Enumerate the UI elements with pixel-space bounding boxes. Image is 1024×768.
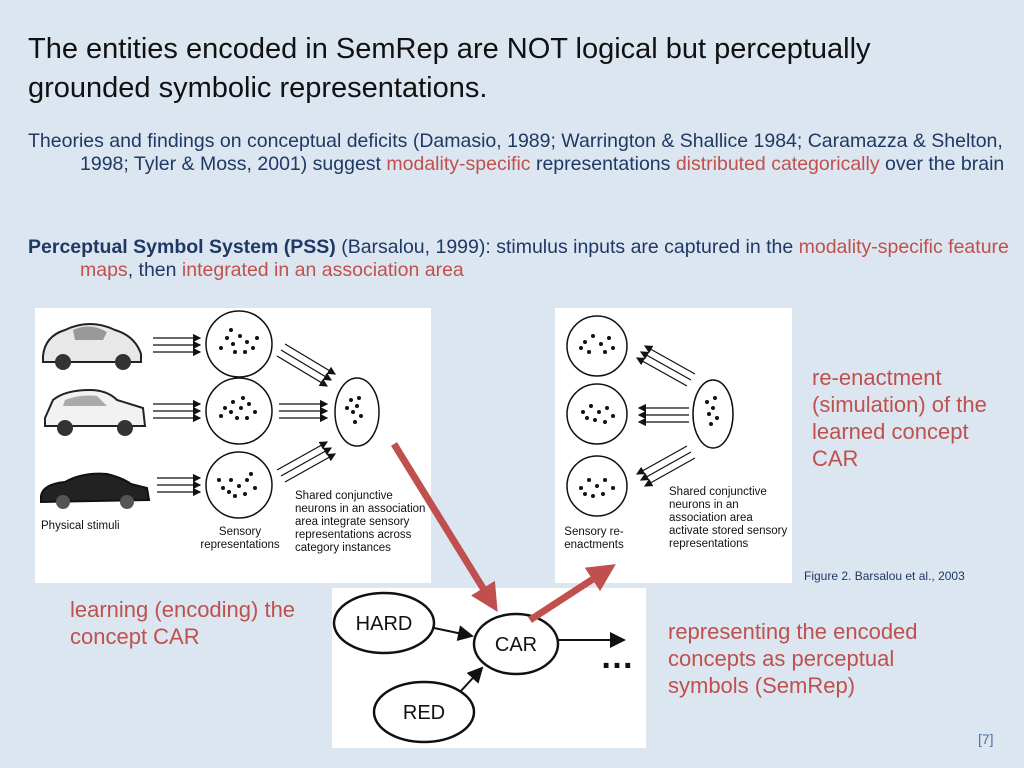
reenactment-dots <box>579 334 615 498</box>
para1-text-b: representations <box>530 153 676 175</box>
para2-red-b: integrated in an association area <box>181 259 464 281</box>
concept-graph-art: HARD CAR RED … <box>332 591 634 744</box>
para2-text-b: , then <box>127 259 182 281</box>
slide-reference[interactable]: [7] <box>978 731 994 747</box>
car-beetle-icon <box>42 323 142 370</box>
association-area <box>334 377 380 447</box>
para2-text-a: (Barsalou, 1999): stimulus inputs are ca… <box>335 236 799 258</box>
shared-neurons-label: Shared conjunctive neurons in an associa… <box>295 490 426 554</box>
reenactment-label: re-enactment (simulation) of the learned… <box>812 365 987 471</box>
para1-text-a: Theories and findings on conceptual defi… <box>28 130 1003 175</box>
sensory-dots <box>217 328 259 498</box>
sensory-reenactments-label: Sensory re-enactments <box>564 526 624 551</box>
association-dots-recall <box>705 396 719 426</box>
reenactment-circles <box>566 315 628 517</box>
reenactment-arrow <box>528 564 616 623</box>
node-car <box>472 612 560 676</box>
paragraph-deficits: Theories and findings on conceptual defi… <box>28 130 1024 176</box>
encoding-figure: Physical stimuli Sensory representations… <box>35 308 431 583</box>
para2-red-a: modality-specific feature maps <box>80 236 1009 281</box>
car-sedan-icon <box>44 388 147 436</box>
node-hard <box>332 591 436 655</box>
association-area-recall <box>692 379 734 449</box>
node-hard-label: HARD <box>356 613 413 635</box>
association-dots <box>345 396 363 424</box>
figure-caption: Figure 2. Barsalou et al., 2003 <box>804 569 965 583</box>
reenactment-figure-art <box>566 315 734 517</box>
sensory-representations-label: Sensory representations <box>200 526 280 551</box>
physical-stimuli-label: Physical stimuli <box>41 520 120 532</box>
slide-title: The entities encoded in SemRep are NOT l… <box>28 33 871 104</box>
edge-red-car <box>459 666 484 693</box>
integration-arrows <box>276 343 337 483</box>
reenactment-figure: Sensory re-enactments Shared conjunctive… <box>555 308 792 583</box>
sensory-circles <box>205 310 273 519</box>
learning-label: learning (encoding) the concept CAR <box>70 597 296 649</box>
edge-hard-car <box>433 625 474 641</box>
node-car-label: CAR <box>495 634 537 656</box>
para2-bold: Perceptual Symbol System (PSS) <box>28 236 336 258</box>
activation-arrows <box>635 345 696 487</box>
para1-red-b: distributed categorically <box>675 153 880 175</box>
para1-red-a: modality-specific <box>386 153 531 175</box>
encoding-arrow <box>391 442 498 612</box>
input-arrows <box>153 333 202 497</box>
activation-neurons-label: Shared conjunctive neurons in an associa… <box>669 486 788 550</box>
node-red-label: RED <box>403 702 445 724</box>
ellipsis: … <box>600 638 634 676</box>
node-red <box>372 680 476 744</box>
para1-text-c: over the brain <box>879 153 1005 175</box>
representing-label: representing the encoded concepts as per… <box>668 619 918 698</box>
concept-graph: HARD CAR RED … <box>332 588 646 748</box>
encoding-figure-art <box>40 310 380 519</box>
paragraph-pss: Perceptual Symbol System (PSS) (Barsalou… <box>28 236 1024 282</box>
car-coupe-icon <box>40 472 151 509</box>
